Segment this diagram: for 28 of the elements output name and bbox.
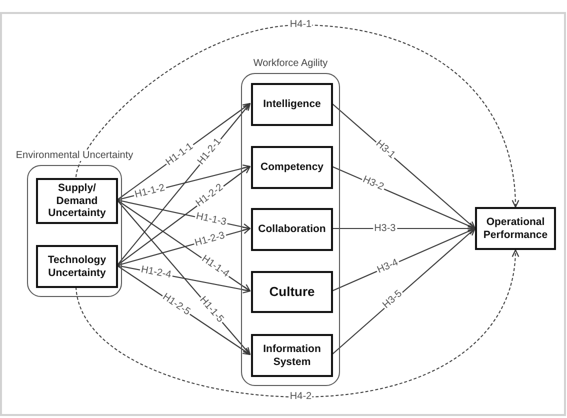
process-box	[251, 83, 333, 126]
node-label: Supply/ Demand Uncertainty	[47, 182, 107, 220]
arrow	[332, 103, 476, 230]
dashed-arrow	[76, 249, 519, 398]
process-box	[475, 207, 556, 250]
dashed-arrow	[76, 24, 519, 208]
process-box	[251, 146, 333, 189]
edge-label: H1-1-2	[133, 182, 168, 200]
arrow	[332, 228, 476, 355]
process-box	[36, 178, 118, 224]
edge-label: H4-2	[288, 392, 313, 402]
process-box	[251, 334, 333, 377]
edge-label: H3-3	[373, 224, 397, 234]
process-box	[251, 208, 333, 251]
group-label: Environmental Uncertainty	[14, 151, 134, 161]
edge-label: H1-2-3	[193, 230, 228, 249]
edge-label: H3-4	[374, 257, 401, 276]
node-label: Technology Uncertainty	[46, 254, 108, 280]
node-label: Intelligence	[263, 98, 321, 111]
node-label: Competency	[260, 161, 324, 174]
edge-label: H4-1	[288, 20, 313, 30]
node-label: Information System	[262, 342, 322, 368]
group-label: Workforce Agility	[252, 59, 329, 69]
node-label: Culture	[269, 284, 315, 300]
process-box	[36, 245, 118, 288]
process-box	[251, 271, 333, 313]
node-label: Operational Performance	[483, 216, 548, 242]
node-label: Collaboration	[258, 223, 326, 236]
